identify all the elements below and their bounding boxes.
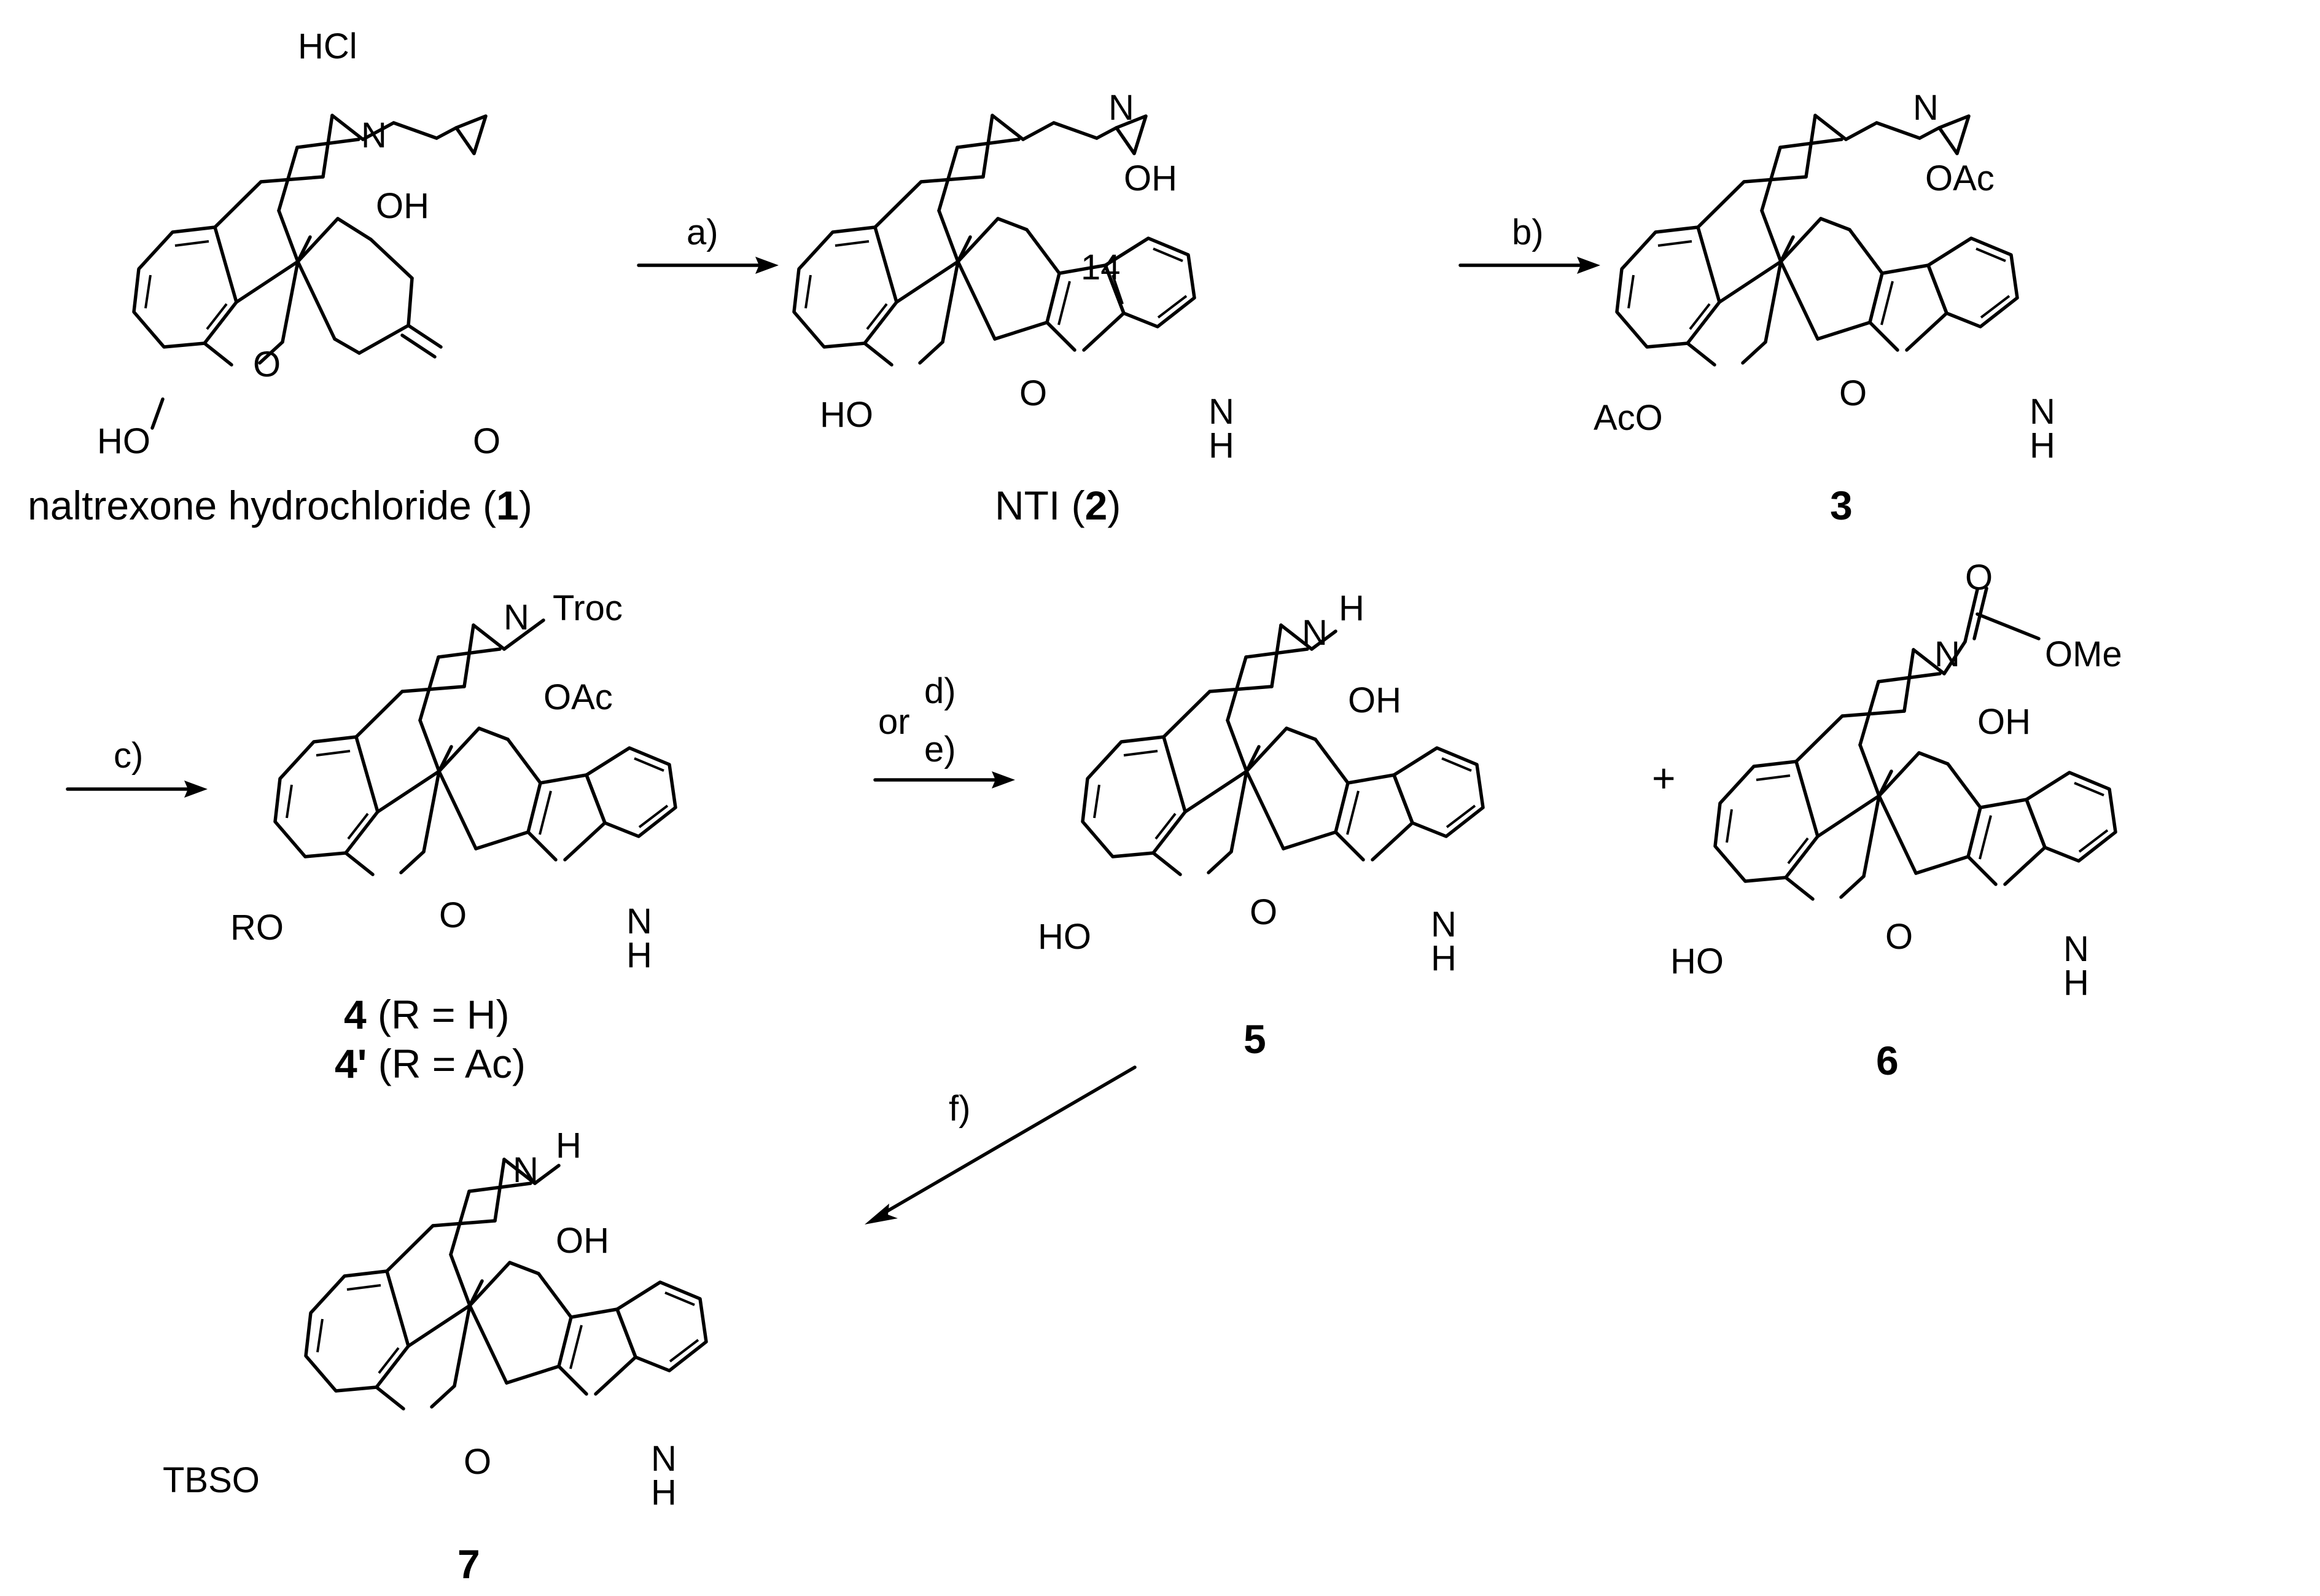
indole-n: N — [1209, 392, 1234, 432]
indole-h: H — [2030, 426, 2055, 465]
arrow-step-c: c) — [66, 736, 208, 798]
arrow-step-d-or-e: d) or e) — [873, 671, 1015, 788]
step-c-label: c) — [114, 736, 143, 776]
o-atom: O — [464, 1442, 491, 1482]
indole-h: H — [651, 1473, 677, 1512]
hcl-label: HCl — [298, 26, 357, 66]
compound-2: N OH 14 O HO N H NTI (2) — [794, 88, 1234, 528]
oh-label: OH — [1348, 680, 1401, 720]
plus-sign: + — [1652, 755, 1676, 801]
aco-label: AcO — [1594, 398, 1663, 438]
indole-h: H — [1431, 938, 1457, 978]
oac-label: OAc — [1925, 158, 1995, 198]
position-14-label: 14 — [1081, 247, 1121, 287]
n-atom: N — [1302, 613, 1328, 653]
step-e-label: e) — [924, 730, 956, 769]
oh-label: OH — [1124, 158, 1177, 198]
ho-label: HO — [97, 421, 150, 461]
compound-4prime-caption: 4' (R = Ac) — [335, 1041, 526, 1086]
compound-5-number: 5 — [1244, 1016, 1266, 1062]
compound-3-number: 3 — [1830, 483, 1853, 528]
carbonyl-o: O — [1965, 558, 1993, 598]
oh-label: OH — [1977, 702, 2031, 742]
compound-5: N H OH O HO N H 5 — [1038, 588, 1485, 1062]
troc-label: Troc — [553, 588, 623, 628]
compound-3: N OAc O AcO N H 3 — [1594, 88, 2055, 528]
o-atom: O — [1839, 373, 1867, 413]
compound-6-number: 6 — [1876, 1038, 1899, 1083]
arrow-step-f: f) — [865, 1065, 1137, 1224]
o-atom: O — [1019, 373, 1047, 413]
ho-label: HO — [820, 395, 873, 435]
n-atom: N — [504, 598, 529, 637]
step-a-label: a) — [687, 212, 718, 252]
oh-label: OH — [556, 1221, 609, 1261]
n-atom: N — [1913, 88, 1939, 128]
ome-label: OMe — [2045, 634, 2122, 674]
indole-n: N — [1431, 905, 1457, 944]
ketone-o: O — [473, 421, 500, 461]
step-b-label: b) — [1512, 212, 1544, 252]
compound-1-skeleton — [134, 115, 488, 365]
ro-label: RO — [230, 908, 284, 948]
arrow-step-a: a) — [637, 212, 779, 274]
oh-label: OH — [376, 186, 429, 226]
step-d-label: d) — [924, 671, 956, 711]
compound-4-caption: 4 (R = H) — [344, 992, 510, 1037]
ho-label: HO — [1038, 917, 1091, 957]
compound-7-number: 7 — [457, 1541, 480, 1587]
h-atom: H — [1339, 588, 1364, 628]
h-atom: H — [556, 1126, 582, 1166]
compound-1: HCl N OH O HO O naltrexone hydrochloride… — [28, 26, 532, 528]
or-label: or — [878, 702, 910, 742]
n-atom: N — [1934, 634, 1960, 674]
tbso-label: TBSO — [163, 1460, 260, 1500]
indole-h: H — [2063, 963, 2089, 1003]
indole-n: N — [2063, 929, 2089, 969]
step-f-label: f) — [949, 1089, 970, 1129]
oac-label: OAc — [543, 677, 613, 717]
indole-n: N — [651, 1439, 677, 1479]
indole-h: H — [626, 935, 652, 975]
indole-n: N — [626, 901, 652, 941]
compound-7: N H OH O TBSO N H 7 — [163, 1126, 708, 1587]
o-atom: O — [1885, 917, 1913, 957]
n-atom: N — [361, 115, 387, 155]
o-atom: O — [439, 895, 467, 935]
indole-n: N — [2030, 392, 2055, 432]
o-atom: O — [253, 345, 281, 384]
compound-6: O N OMe OH O HO N H 6 — [1670, 558, 2122, 1083]
n-atom: N — [513, 1150, 539, 1190]
compound-4: N Troc OAc O RO N H 4 (R = H) 4' (R = Ac… — [230, 588, 677, 1086]
n-atom: N — [1108, 88, 1134, 128]
arrow-step-b: b) — [1458, 212, 1600, 274]
indole-h: H — [1209, 426, 1234, 465]
compound-1-caption: naltrexone hydrochloride (1) — [28, 483, 532, 528]
compound-2-caption: NTI (2) — [995, 483, 1121, 528]
o-atom: O — [1250, 892, 1277, 932]
ho-label: HO — [1670, 941, 1724, 981]
